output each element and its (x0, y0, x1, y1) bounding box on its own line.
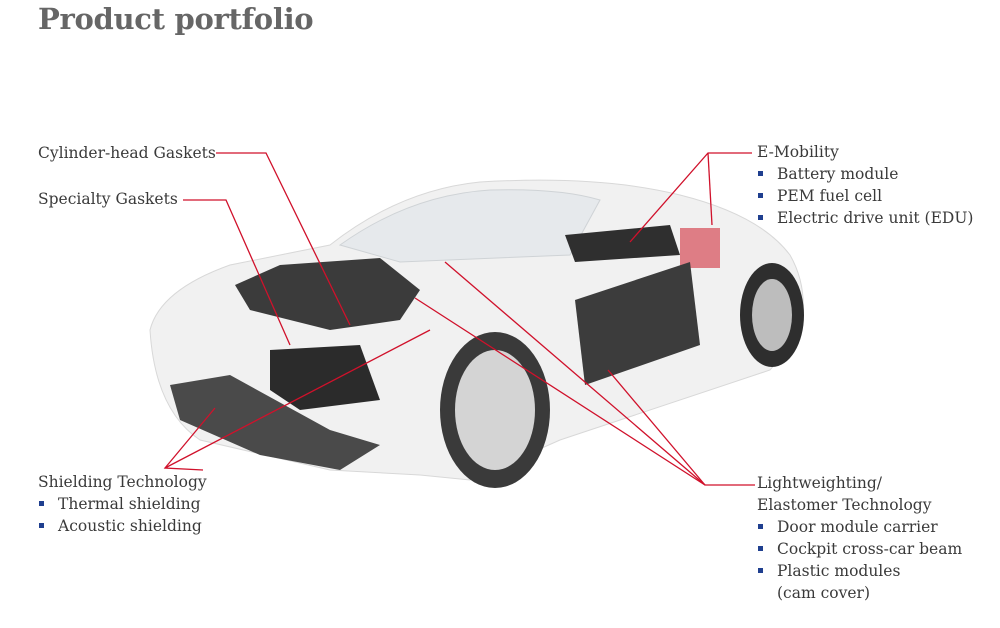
label-e-mobility: E-Mobility Battery module PEM fuel cell … (757, 141, 973, 229)
item-text: Battery module (777, 165, 899, 183)
label-cylinder-head-gaskets: Cylinder-head Gaskets (38, 144, 216, 162)
bullet-icon (758, 215, 763, 220)
list-item: Door module carrier (757, 516, 962, 538)
lightweighting-heading-2: Elastomer Technology (757, 496, 932, 514)
list-item-continuation: (cam cover) (757, 582, 962, 604)
label-specialty-gaskets: Specialty Gaskets (38, 190, 178, 208)
bullet-icon (758, 524, 763, 529)
item-text: Plastic modules (777, 562, 901, 580)
item-text: PEM fuel cell (777, 187, 883, 205)
item-text: Door module carrier (777, 518, 938, 536)
item-text: Thermal shielding (58, 495, 201, 513)
page-title: Product portfolio (38, 2, 314, 36)
list-item: PEM fuel cell (757, 185, 973, 207)
label-lightweighting: Lightweighting/ Elastomer Technology Doo… (757, 472, 962, 604)
item-text: Electric drive unit (EDU) (777, 209, 974, 227)
bullet-icon (758, 546, 763, 551)
list-item: Electric drive unit (EDU) (757, 207, 973, 229)
leader-lines (163, 152, 755, 486)
list-item: Plastic modules (757, 560, 962, 582)
engine-parts (170, 258, 420, 470)
item-text: (cam cover) (777, 584, 870, 602)
bullet-icon (39, 523, 44, 528)
lightweighting-heading-1: Lightweighting/ (757, 474, 882, 492)
list-item: Thermal shielding (38, 493, 207, 515)
shielding-heading: Shielding Technology (38, 473, 207, 491)
battery-and-door-module (565, 225, 720, 385)
list-item: Battery module (757, 163, 973, 185)
bullet-icon (39, 501, 44, 506)
bullet-icon (758, 568, 763, 573)
bullet-icon (758, 193, 763, 198)
item-text: Cockpit cross-car beam (777, 540, 963, 558)
bullet-icon (758, 171, 763, 176)
e-mobility-heading: E-Mobility (757, 143, 839, 161)
label-shielding: Shielding Technology Thermal shielding A… (38, 471, 207, 537)
list-item: Acoustic shielding (38, 515, 207, 537)
list-item: Cockpit cross-car beam (757, 538, 962, 560)
item-text: Acoustic shielding (58, 517, 202, 535)
